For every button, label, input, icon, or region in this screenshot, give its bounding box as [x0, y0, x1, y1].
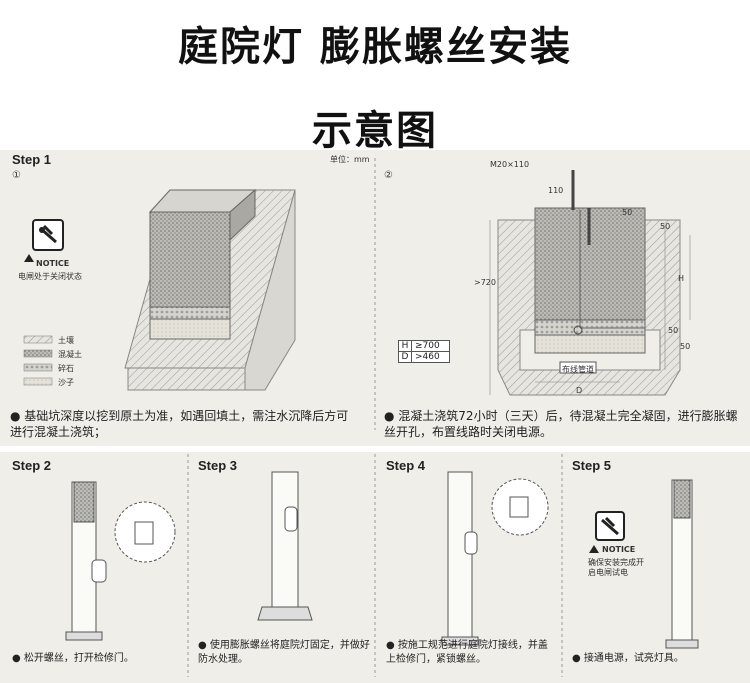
- step5-label: Step 5: [572, 458, 612, 473]
- pipe-label: 布线管道: [562, 365, 594, 374]
- page-subtitle: 示意图: [312, 108, 438, 154]
- pit-3d-diagram: [124, 188, 296, 391]
- spec-d-value: >460: [415, 352, 440, 362]
- spec-h-key: H: [399, 341, 412, 351]
- step4-note: ● 按施工规范进行庭院灯接线，并盖上检修门，紧锁螺丝。: [386, 640, 548, 665]
- notice-title: NOTICE: [36, 259, 70, 268]
- step2-label: Step 2: [12, 458, 52, 473]
- step4-post: [441, 471, 549, 646]
- foundation-section-diagram: [489, 170, 691, 396]
- step5-notice-text: 确保安装完成开启电闸试电: [588, 558, 644, 577]
- dim-d: D: [576, 386, 583, 395]
- notice-text: 电闸处于关闭状态: [18, 272, 82, 281]
- step1-label: Step 1: [12, 152, 52, 167]
- step1-num2: ②: [384, 170, 393, 181]
- step1-diagrams: [23, 158, 691, 430]
- step2-post: [65, 481, 176, 641]
- step5-post: [665, 479, 699, 649]
- step3-note: ● 使用膨胀螺丝将庭院灯固定，并做好防水处理。: [198, 640, 370, 665]
- step5-note: ● 接通电源，试亮灯具。: [572, 653, 684, 664]
- dim-720: >720: [474, 278, 496, 287]
- legend-concrete: 混凝土: [58, 350, 82, 359]
- dim-50-a: 50: [622, 208, 633, 217]
- dim-50-b: 50: [660, 222, 671, 231]
- notice-icon: [24, 219, 64, 262]
- step4-label: Step 4: [386, 458, 426, 473]
- notice-icon: [589, 511, 625, 553]
- step1-num1: ①: [12, 170, 21, 181]
- page-title: 庭院灯 膨胀螺丝安装: [178, 24, 572, 70]
- step2-note: ● 松开螺丝，打开检修门。: [12, 653, 134, 664]
- legend-gravel: 碎石: [58, 364, 74, 373]
- legend-soil: 土壤: [58, 336, 74, 345]
- spec-h-value: ≥700: [415, 341, 440, 351]
- dim-110: 110: [548, 186, 564, 195]
- step1-panel: Step 1 ① 单位：mm ② NOTICE 电闸处于关闭状态 土壤 混凝土 …: [0, 150, 750, 446]
- dim-h: H: [678, 274, 685, 283]
- step3-post: [257, 471, 313, 621]
- bolt-label: M20×110: [490, 160, 530, 169]
- spec-d-key: D: [399, 352, 412, 362]
- steps-diagrams: [65, 454, 699, 677]
- step5-notice-title: NOTICE: [602, 545, 636, 554]
- legend-sand: 沙子: [58, 378, 74, 387]
- steps-panel: Step 2 Step 3 Step 4 Step 5 NOTICE 确保安装完…: [0, 452, 750, 683]
- spec-table: H≥700 D>460: [398, 340, 450, 363]
- step3-label: Step 3: [198, 458, 238, 473]
- step1-note-right: ● 混凝土浇筑72小时（三天）后，待混凝土完全凝固，进行膨胀螺丝开孔，布置线路时…: [384, 409, 738, 439]
- dim-50-d: 50: [680, 342, 691, 351]
- material-legend: [23, 335, 53, 386]
- dim-50-c: 50: [668, 326, 679, 335]
- unit-label: 单位：mm: [330, 155, 370, 164]
- step1-note-left: ● 基础坑深度以挖到原土为准，如遇回填土，需注水沉降后方可进行混凝土浇筑；: [10, 409, 349, 439]
